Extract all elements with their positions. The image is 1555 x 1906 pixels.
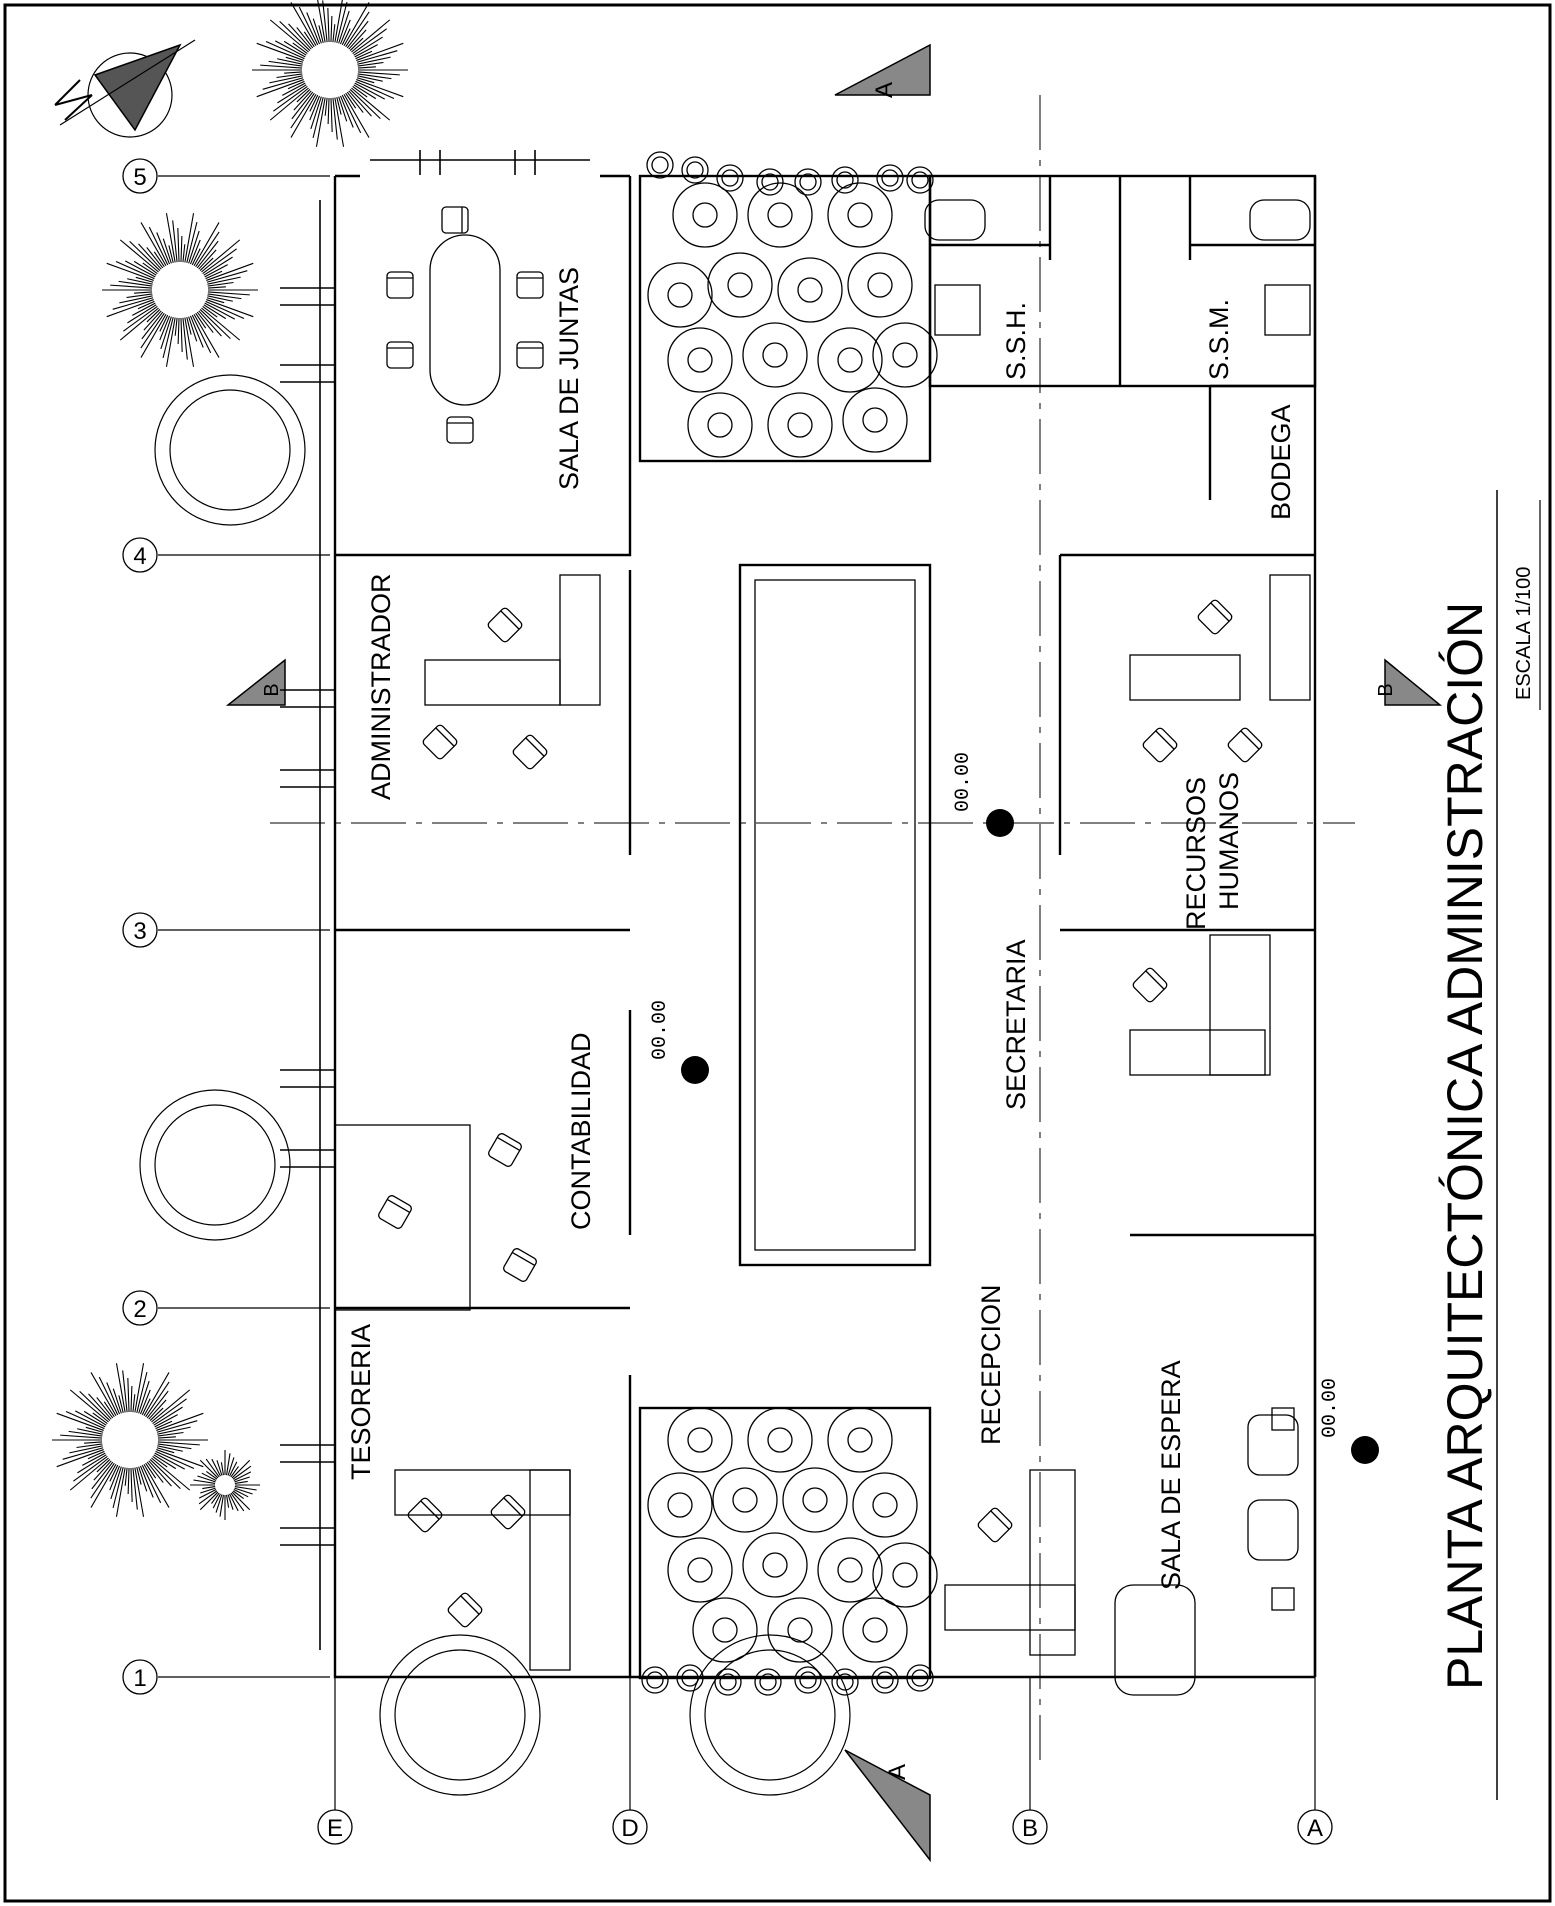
svg-text:1: 1: [133, 1665, 146, 1692]
axis-bubble-3: 3: [122, 912, 158, 948]
level-marker-3: 00.00: [1319, 1378, 1379, 1464]
room-label-administrador: ADMINISTRADOR: [366, 573, 396, 800]
central-pool: [738, 563, 932, 1267]
chair-icon: [376, 206, 1265, 1630]
windows-top: [370, 150, 590, 175]
axis-bubble-e: E: [317, 1809, 353, 1845]
svg-text:B: B: [1022, 1815, 1038, 1842]
room-label-tesoreria: TESORERIA: [346, 1324, 376, 1480]
svg-text:A: A: [884, 1764, 911, 1780]
tree-icon: [52, 0, 408, 1520]
windows-left: [280, 200, 335, 1650]
svg-text:A: A: [871, 82, 898, 98]
axis-centerlines: [270, 95, 1355, 1760]
room-label-sala-espera: SALA DE ESPERA: [1156, 1360, 1186, 1590]
svg-text:D: D: [621, 1815, 638, 1842]
svg-text:00.00: 00.00: [952, 752, 975, 812]
axis-bubble-2: 2: [122, 1290, 158, 1326]
section-mark-b-right: B: [1375, 658, 1443, 706]
section-mark-b-left: B: [225, 658, 286, 706]
axis-bubble-d: D: [612, 1809, 648, 1845]
sheet-border: [3, 3, 1552, 1903]
svg-text:B: B: [1375, 683, 1397, 696]
svg-text:E: E: [327, 1815, 343, 1842]
room-label-recursos: RECURSOS: [1181, 777, 1211, 930]
svg-text:2: 2: [133, 1296, 146, 1323]
svg-text:00.00: 00.00: [649, 1000, 672, 1060]
room-label-ssm: S.S.M.: [1204, 299, 1234, 380]
axis-bubble-4: 4: [122, 537, 158, 573]
level-marker-1: 00.00: [649, 1000, 709, 1084]
svg-text:3: 3: [133, 918, 146, 945]
desk-contabilidad: [334, 1124, 471, 1311]
desk-administrador: [424, 574, 601, 706]
sofa-icon: [1114, 1407, 1299, 1696]
svg-text:00.00: 00.00: [1319, 1378, 1342, 1438]
conference-table: [429, 234, 501, 406]
planter-bottom: [638, 1406, 938, 1696]
desk-tesoreria: [394, 1469, 571, 1671]
axis-bubble-1: 1: [122, 1659, 158, 1695]
room-label-contabilidad: CONTABILIDAD: [566, 1032, 596, 1230]
room-label-recepcion: RECEPCION: [976, 1284, 1006, 1445]
room-label-secretaria: SECRETARIA: [1001, 939, 1031, 1110]
section-mark-a-top: A: [834, 43, 931, 98]
svg-text:B: B: [261, 683, 283, 696]
section-mark-a-bottom: A: [844, 1749, 931, 1863]
room-label-ssh: S.S.H.: [1001, 302, 1031, 380]
desk-rrhh: [1129, 574, 1311, 1076]
axis-lines: [158, 175, 1316, 1810]
restrooms-block: [928, 174, 1317, 500]
room-label-humanos: HUMANOS: [1214, 772, 1244, 910]
north-arrow-icon: [54, 39, 196, 138]
room-label-sala-juntas: SALA DE JUNTAS: [554, 267, 584, 490]
svg-text:5: 5: [133, 164, 146, 191]
svg-text:A: A: [1307, 1815, 1323, 1842]
partitions: [335, 176, 1317, 1677]
toilet-icon: [924, 199, 1311, 336]
axis-bubble-5: 5: [122, 158, 158, 194]
axis-bubble-b: B: [1012, 1809, 1048, 1845]
drawing-title: PLANTA ARQUITECTÓNICA ADMINISTRACIÓN: [1437, 602, 1493, 1690]
planter-top: [638, 151, 938, 463]
reception-desk: [944, 1469, 1076, 1656]
level-marker-2: 00.00: [952, 752, 1014, 837]
axis-bubble-a: A: [1297, 1809, 1333, 1845]
svg-text:4: 4: [133, 543, 146, 570]
tree-circle-icon: [139, 374, 851, 1796]
drawing-scale: ESCALA 1/100: [1513, 567, 1535, 700]
room-label-bodega: BODEGA: [1266, 404, 1296, 520]
